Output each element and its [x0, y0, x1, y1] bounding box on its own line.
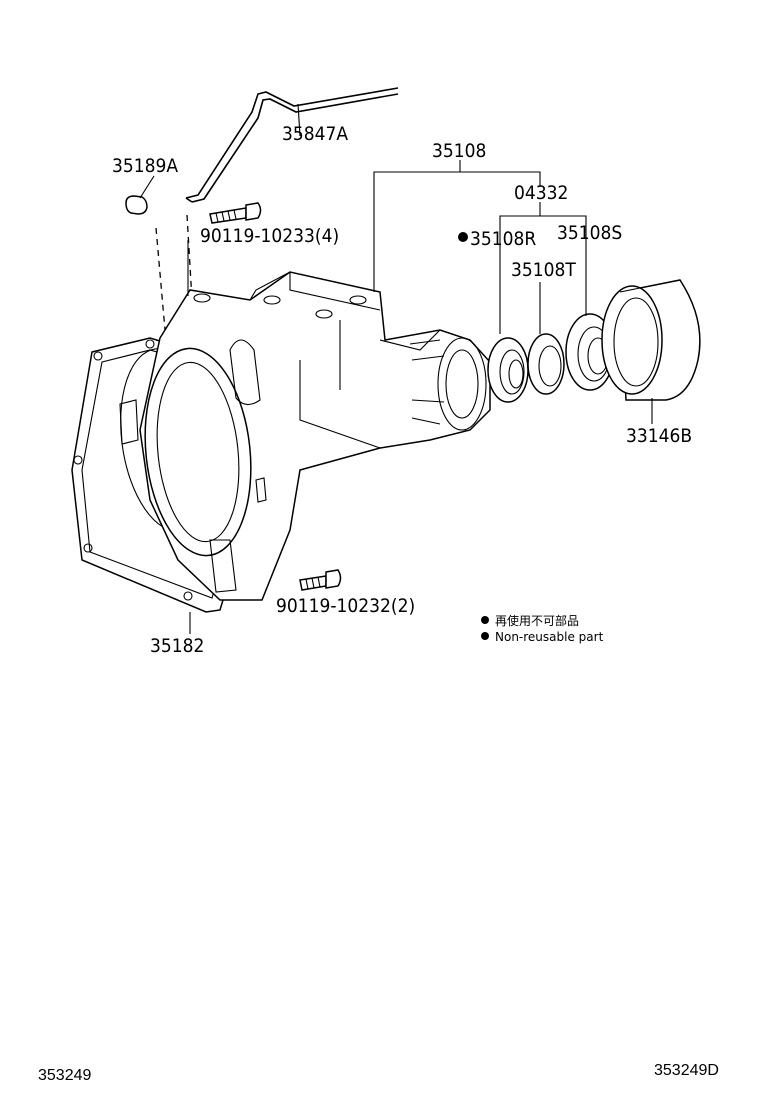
label-35189A: 35189A	[112, 155, 178, 177]
label-33146B: 33146B	[626, 425, 692, 447]
oil-seal-drawing	[487, 337, 529, 403]
label-35108R: 35108R	[470, 228, 536, 250]
bolt-lower-drawing	[299, 569, 342, 591]
legend-bullet-jp	[481, 616, 489, 624]
plug-drawing	[125, 195, 193, 331]
legend-en: Non-reusable part	[495, 630, 604, 644]
label-35108S: 35108S	[557, 222, 622, 244]
bolt-upper-drawing	[209, 202, 262, 224]
footer-code-left: 353249	[38, 1067, 91, 1084]
label-90119-10233: 90119-10233(4)	[200, 225, 339, 247]
label-90119-10232: 90119-10232(2)	[276, 595, 415, 617]
footer-code-right: 353249D	[654, 1062, 719, 1079]
label-35847A: 35847A	[282, 123, 348, 145]
non-reusable-marker-35108R	[458, 232, 468, 242]
label-04332: 04332	[514, 182, 568, 204]
legend-bullet-en	[481, 632, 489, 640]
label-35182: 35182	[150, 635, 204, 657]
label-35108: 35108	[432, 140, 486, 162]
legend-jp: 再使用不可部品	[495, 613, 579, 628]
label-35108T: 35108T	[511, 259, 576, 281]
leader-lines	[139, 103, 653, 634]
extension-housing-drawing	[119, 271, 491, 601]
spacer-drawing	[527, 333, 565, 395]
sleeve-drawing	[601, 279, 701, 401]
breather-tube-drawing	[185, 87, 399, 203]
